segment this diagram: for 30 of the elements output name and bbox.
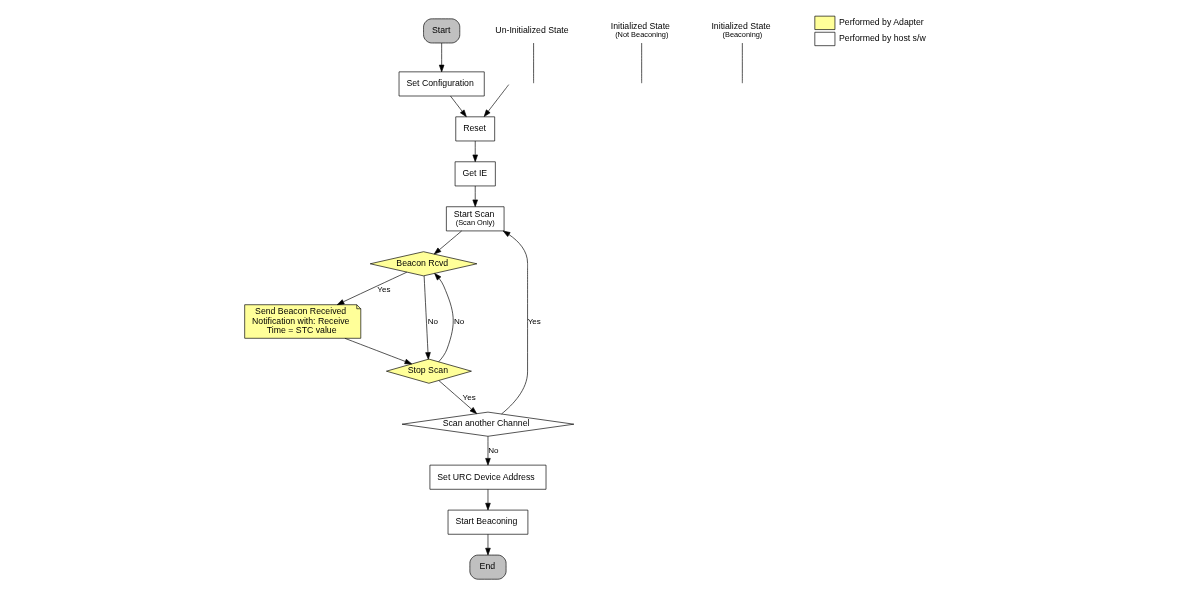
arrow: [484, 489, 491, 511]
node-box: Set Configuration: [398, 71, 485, 97]
arrow: [344, 338, 412, 365]
arrow: [484, 436, 491, 466]
node-diamond: Scan another Channel: [401, 411, 574, 437]
arrow: [423, 275, 431, 360]
legend-label: Performed by host s/w: [838, 33, 926, 44]
node-text: Initialized State (Beaconing): [710, 21, 771, 39]
node-box: Start Scan (Scan Only): [445, 206, 504, 232]
node-box: Start: [422, 18, 460, 44]
node-box: End: [469, 554, 506, 580]
node-text: Initialized State (Not Beaconing): [610, 21, 670, 39]
arrow: [433, 273, 454, 363]
arrow: [500, 230, 528, 415]
node-box: Set URC Device Address: [429, 464, 546, 490]
node-box: Get IE: [454, 161, 496, 187]
node-diamond: Beacon Rcvd: [369, 251, 477, 277]
arrow: [483, 84, 509, 117]
node-box: Reset: [454, 116, 495, 142]
arrow: [336, 271, 407, 305]
legend-label: Performed by Adapter: [838, 17, 924, 28]
arrow: [472, 140, 478, 162]
node-box: Start Beaconing: [447, 509, 528, 535]
arrow: [472, 185, 478, 207]
arrow: [449, 95, 467, 118]
arrow: [438, 380, 477, 414]
arrow: [438, 42, 444, 73]
arrow: [433, 230, 462, 255]
node-text: Un-Initialized State: [494, 25, 569, 36]
arrow: [484, 533, 491, 556]
